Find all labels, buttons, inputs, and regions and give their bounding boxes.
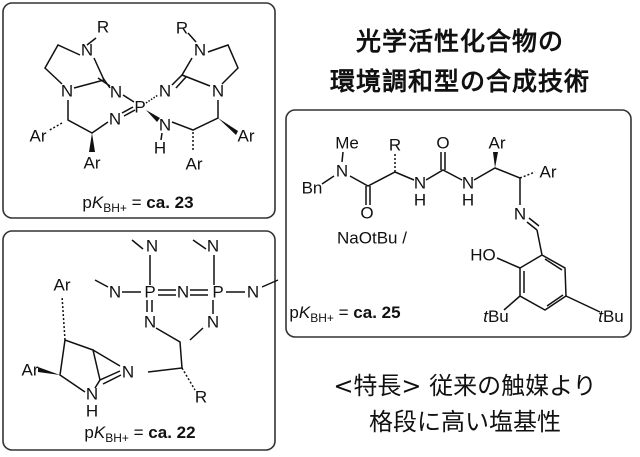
svg-text:R: R: [176, 19, 188, 38]
feature-line-1: <特長> 従来の触媒より: [333, 372, 597, 400]
svg-text:N: N: [109, 110, 121, 129]
svg-text:HO: HO: [470, 246, 496, 265]
compound3-pka: pKBH+ = ca. 25: [289, 303, 400, 325]
svg-text:N: N: [86, 385, 98, 404]
svg-text:N: N: [247, 283, 259, 302]
svg-text:H: H: [86, 402, 98, 421]
svg-text:R: R: [195, 388, 207, 407]
svg-text:N: N: [109, 283, 121, 302]
svg-text:N: N: [122, 363, 134, 382]
compound3-frame: [285, 109, 632, 338]
compound3-reagent: NaOtBu /: [337, 229, 407, 248]
svg-text:Ar: Ar: [186, 155, 203, 174]
svg-text:O: O: [360, 204, 373, 223]
compound2-bonds: [38, 239, 279, 393]
svg-text:H: H: [154, 139, 166, 158]
svg-text:R: R: [389, 136, 401, 155]
svg-text:P: P: [134, 98, 145, 117]
title-line-1: 光学活性化合物の: [355, 27, 564, 56]
compound2-pka: pKBH+ = ca. 22: [84, 423, 195, 445]
svg-text:Ar: Ar: [238, 127, 255, 146]
svg-text:Ar: Ar: [84, 154, 101, 173]
svg-text:tBu: tBu: [483, 307, 509, 326]
svg-text:N: N: [159, 82, 171, 101]
svg-text:Ar: Ar: [30, 127, 47, 146]
compound3-atoms: Me N Bn O R N H O N H Ar Ar N HO tBu tBu: [302, 134, 624, 326]
svg-text:N: N: [159, 116, 171, 135]
svg-text:N: N: [146, 237, 158, 256]
svg-text:N: N: [414, 174, 426, 193]
svg-text:N: N: [144, 313, 156, 332]
svg-text:H: H: [462, 191, 474, 210]
svg-text:N: N: [514, 205, 526, 224]
svg-text:N: N: [212, 82, 224, 101]
feature-line-2: 格段に高い塩基性: [369, 408, 561, 436]
svg-text:N: N: [61, 82, 73, 101]
svg-text:Ar: Ar: [489, 134, 506, 153]
svg-text:H: H: [414, 191, 426, 210]
compound2-frame: [2, 230, 276, 451]
compound1-bonds: [44, 32, 239, 152]
svg-text:N: N: [110, 83, 122, 102]
svg-text:N: N: [207, 237, 219, 256]
svg-text:N: N: [81, 41, 93, 60]
svg-text:N: N: [177, 283, 189, 302]
svg-text:Ar: Ar: [54, 276, 71, 295]
svg-text:P: P: [212, 283, 223, 302]
svg-text:Ar: Ar: [22, 361, 39, 380]
compound1-atoms: R N N N P N Ar Ar R N N N N H Ar Ar: [30, 18, 255, 174]
compound3-bonds: [321, 151, 601, 313]
svg-text:O: O: [436, 134, 449, 153]
svg-text:tBu: tBu: [598, 307, 624, 326]
svg-text:N: N: [462, 174, 474, 193]
svg-text:Ar: Ar: [540, 163, 557, 182]
svg-text:Bn: Bn: [302, 179, 323, 198]
svg-text:P: P: [144, 283, 155, 302]
svg-text:N: N: [336, 162, 348, 181]
svg-text:Me: Me: [335, 134, 359, 153]
title-line-2: 環境調和型の合成技術: [329, 67, 590, 96]
compound1-frame: [2, 2, 276, 219]
compound1-pka: pKBH+ = ca. 23: [82, 193, 193, 215]
svg-text:R: R: [97, 18, 109, 37]
compound2-atoms: N N N P N P N N N Ar Ar N N H R: [22, 237, 260, 421]
svg-text:N: N: [207, 313, 219, 332]
svg-text:N: N: [194, 41, 206, 60]
